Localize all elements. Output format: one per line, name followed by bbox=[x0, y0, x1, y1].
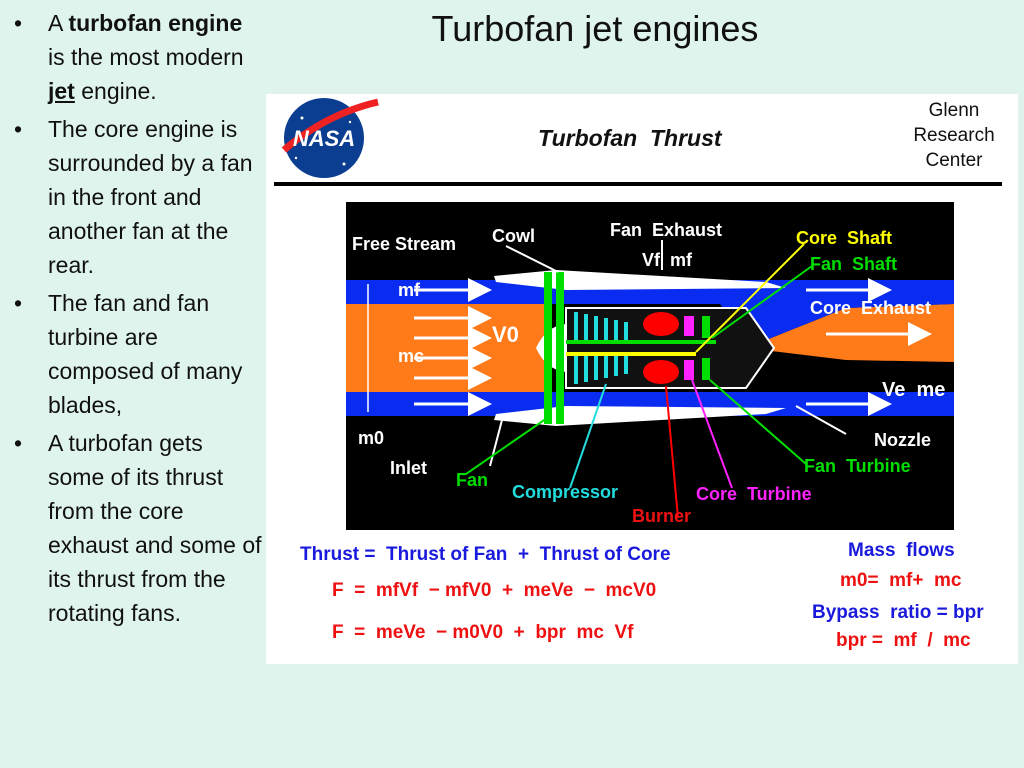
eq-bpr: bpr = mf / mc bbox=[836, 630, 971, 651]
jet-link[interactable]: jet bbox=[48, 78, 75, 104]
center-line2: Research bbox=[913, 125, 994, 146]
bullet-dot: • bbox=[14, 430, 23, 456]
cowl-bottom bbox=[494, 406, 786, 426]
label-fan-exhaust: Fan Exhaust bbox=[610, 220, 722, 240]
bullet-dot: • bbox=[14, 10, 23, 36]
compressor-stages bbox=[574, 312, 628, 384]
label-ve-me: Ve me bbox=[882, 379, 945, 401]
label-fan-shaft: Fan Shaft bbox=[810, 254, 897, 274]
nasa-logo-text: NASA bbox=[293, 126, 355, 151]
label-compressor: Compressor bbox=[512, 482, 618, 502]
bullet-bold-term: turbofan engine bbox=[68, 10, 243, 36]
bullet-item: • A turbofan engine is the most modern j… bbox=[6, 6, 262, 108]
bullet-list: • A turbofan engine is the most modern j… bbox=[6, 6, 262, 634]
eq-m0: m0= mf+ mc bbox=[840, 570, 962, 591]
core-shaft bbox=[566, 352, 696, 356]
label-m0: m0 bbox=[358, 428, 384, 448]
label-fan: Fan bbox=[456, 470, 488, 490]
bullet-item: • The fan and fan turbine are composed o… bbox=[6, 286, 262, 422]
label-nozzle: Nozzle bbox=[874, 430, 931, 450]
eq-f-2: F = meVe − m0V0 + bpr mc Vf bbox=[332, 622, 634, 643]
bullet-text: The core engine is surrounded by a fan i… bbox=[48, 116, 253, 278]
turbofan-svg: NASA Turbofan Thrust Glenn Research Cent… bbox=[274, 98, 1002, 651]
label-core-turbine: Core Turbine bbox=[696, 484, 812, 504]
bullet-item: • The core engine is surrounded by a fan… bbox=[6, 112, 262, 282]
fan-blades-2 bbox=[556, 272, 564, 424]
fan-blades-1 bbox=[544, 272, 552, 424]
bullet-dot: • bbox=[14, 116, 23, 142]
eq-bypass: Bypass ratio = bpr bbox=[812, 602, 984, 623]
header-divider bbox=[274, 182, 1002, 186]
label-cowl: Cowl bbox=[492, 226, 535, 246]
turbofan-diagram: NASA Turbofan Thrust Glenn Research Cent… bbox=[266, 94, 1018, 664]
center-line1: Glenn bbox=[929, 100, 980, 121]
label-burner: Burner bbox=[632, 506, 691, 526]
bullet-item: • A turbofan gets some of its thrust fro… bbox=[6, 426, 262, 630]
label-mf: mf bbox=[398, 280, 421, 300]
bullet-text: The fan and fan turbine are composed of … bbox=[48, 290, 243, 418]
center-line3: Center bbox=[925, 150, 983, 171]
core-turbine-top bbox=[684, 316, 694, 336]
core-turbine-bottom bbox=[684, 360, 694, 380]
engine-panel: Free Stream Cowl Fan Exhaust Vf mf Core … bbox=[346, 202, 954, 530]
eq-f-1: F = mfVf − mfV0 + meVe − mcV0 bbox=[332, 580, 656, 601]
slide-title: Turbofan jet engines bbox=[431, 8, 759, 49]
bullet-text: A turbofan gets some of its thrust from … bbox=[48, 430, 262, 626]
label-free-stream: Free Stream bbox=[352, 234, 456, 254]
burner-bottom bbox=[643, 360, 679, 384]
bullet-text: engine. bbox=[74, 78, 157, 104]
label-v0: V0 bbox=[492, 322, 519, 347]
nasa-logo: NASA bbox=[281, 98, 379, 178]
label-core-exhaust: Core Exhaust bbox=[810, 298, 931, 318]
bullet-dot: • bbox=[14, 290, 23, 316]
fan-turbine-bottom bbox=[702, 358, 710, 380]
fan-shaft bbox=[566, 340, 716, 344]
diagram-heading: Turbofan Thrust bbox=[538, 125, 723, 151]
label-fan-turbine: Fan Turbine bbox=[804, 456, 911, 476]
eq-thrust-sum: Thrust = Thrust of Fan + Thrust of Core bbox=[300, 544, 671, 565]
label-vf-mf: Vf mf bbox=[642, 250, 693, 270]
label-mc: mc bbox=[398, 346, 424, 366]
eq-mass-flows: Mass flows bbox=[848, 540, 955, 561]
fan-turbine-top bbox=[702, 316, 710, 338]
label-inlet: Inlet bbox=[390, 458, 427, 478]
bullet-text: is the most modern bbox=[48, 44, 244, 70]
bullet-text: A bbox=[48, 10, 69, 36]
burner-top bbox=[643, 312, 679, 336]
cowl-top bbox=[494, 270, 786, 290]
label-core-shaft: Core Shaft bbox=[796, 228, 892, 248]
